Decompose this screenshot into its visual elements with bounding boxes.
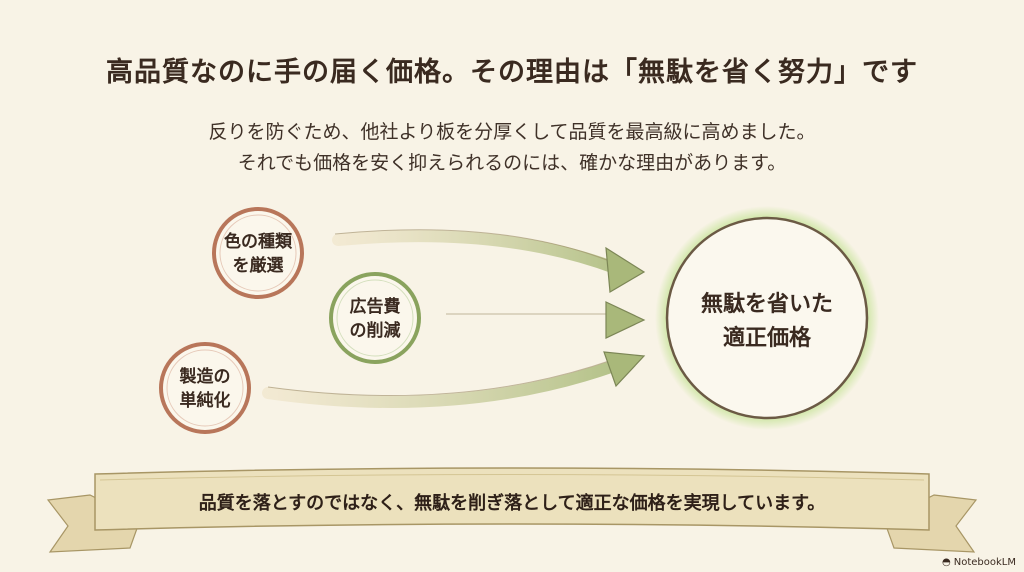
subtitle-line-2: それでも価格を安く抑えられるのには、確かな理由があります。 [237, 152, 787, 174]
goal-node-line-2: 適正価格 [723, 325, 812, 351]
cause-node-1-line-1: 色の種類 [224, 231, 293, 252]
cause-node-1: 色の種類 を厳選 [212, 207, 304, 299]
goal-node-line-1: 無駄を省いた [701, 291, 833, 317]
cause-node-2: 広告費 の削減 [329, 272, 421, 364]
arrow-2 [440, 301, 646, 339]
cause-node-3-line-2: 単純化 [180, 390, 231, 411]
ribbon-banner [46, 467, 978, 553]
notebooklm-icon: ◓ [942, 557, 951, 568]
goal-node: 無駄を省いた 適正価格 [655, 206, 879, 430]
banner-text: 品質を落とすのではなく、無駄を削ぎ落として適正な価格を実現しています。 [198, 493, 826, 514]
cause-node-2-line-1: 広告費 [350, 296, 401, 317]
cause-node-3-line-1: 製造の [179, 366, 231, 387]
subtitle-line-1: 反りを防ぐため、他社より板を分厚くして品質を最高級に高めました。 [208, 121, 816, 143]
brand-label: NotebookLM [953, 557, 1016, 568]
arrow-1 [332, 229, 646, 293]
cause-node-2-line-2: の削減 [350, 320, 401, 341]
cause-node-1-line-2: を厳選 [233, 255, 284, 276]
cause-node-3: 製造の 単純化 [159, 342, 251, 434]
arrow-3 [262, 351, 646, 408]
page-title: 高品質なのに手の届く価格。その理由は「無駄を省く努力」です [106, 57, 918, 88]
brand-logo: ◓ NotebookLM [942, 557, 1016, 568]
